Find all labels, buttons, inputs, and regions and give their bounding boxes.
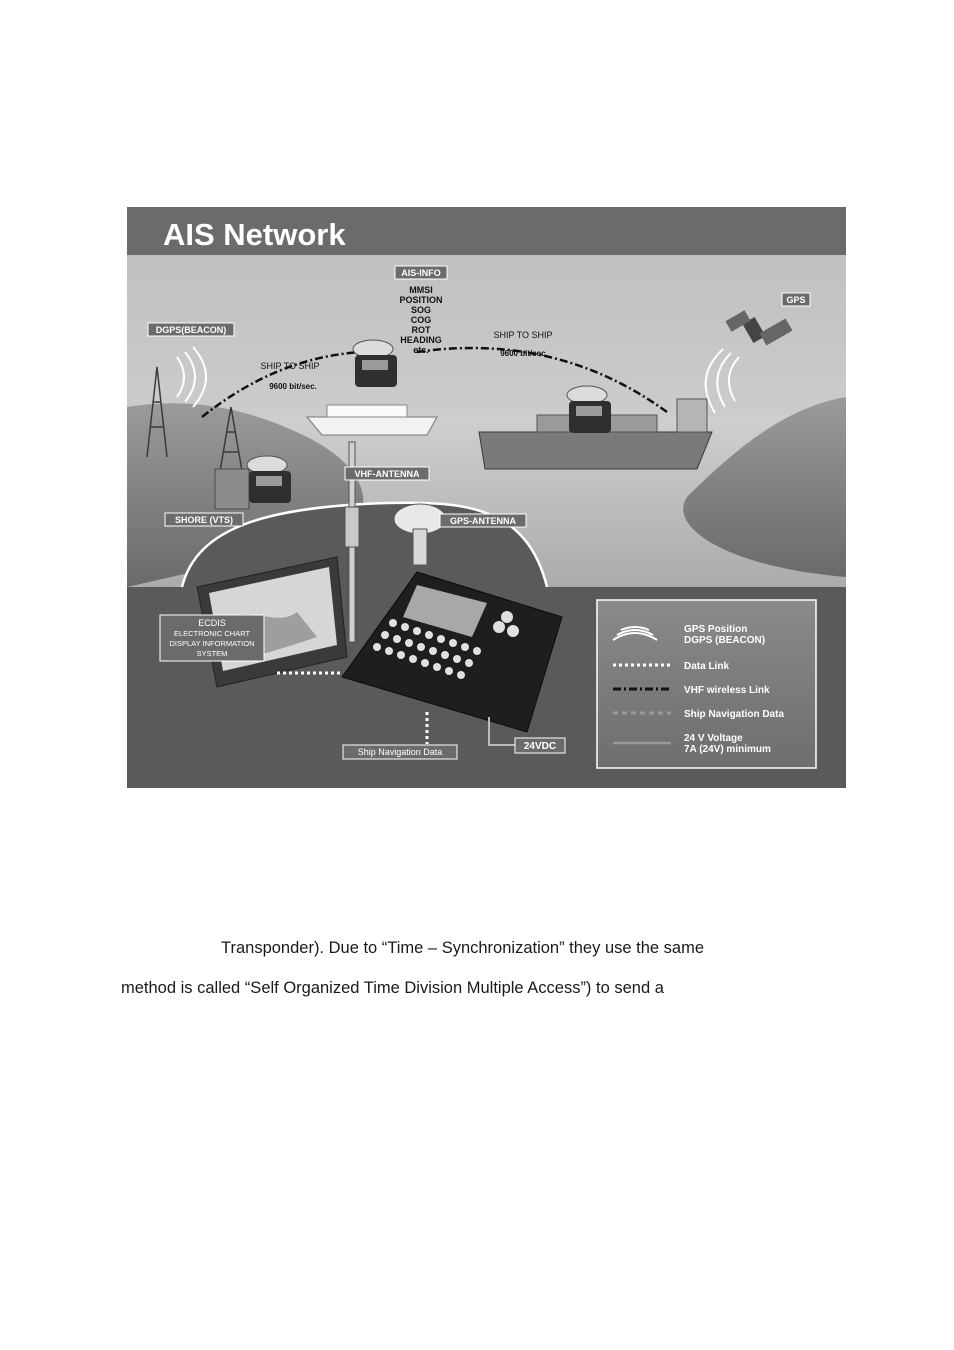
- svg-text:ELECTRONIC CHART: ELECTRONIC CHART: [174, 629, 251, 638]
- title-band: [127, 207, 846, 255]
- vhf-link-left: [201, 350, 363, 418]
- label-vhf-antenna: VHF-ANTENNA: [344, 466, 430, 481]
- gps-satellite-icon: [725, 310, 793, 346]
- label-24vdc: 24VDC: [514, 737, 566, 754]
- svg-text:24VDC: 24VDC: [524, 741, 556, 752]
- svg-text:MMSI: MMSI: [409, 285, 433, 295]
- shore-building: [214, 468, 250, 510]
- label-ais-info: AIS-INFO: [394, 265, 448, 280]
- shore-transponder-icon: [246, 455, 291, 503]
- label-dgps: DGPS(BEACON): [147, 322, 235, 337]
- ais-info-list: MMSI POSITION SOG COG ROT HEADING etc.: [399, 285, 442, 355]
- figure-title: AIS Network: [163, 217, 346, 252]
- svg-text:POSITION: POSITION: [399, 295, 442, 305]
- ais-transponder-unit: [341, 571, 563, 733]
- svg-text:9600 bit/sec.: 9600 bit/sec.: [500, 349, 548, 358]
- label-shore: SHORE (VTS): [164, 512, 244, 527]
- legend-gps-line2: DGPS (BEACON): [684, 635, 765, 646]
- svg-text:etc.: etc.: [413, 345, 429, 355]
- ship-transponder-icon-2: [566, 385, 611, 433]
- svg-text:DISPLAY INFORMATION: DISPLAY INFORMATION: [169, 639, 254, 648]
- svg-text:DGPS(BEACON): DGPS(BEACON): [156, 325, 227, 335]
- svg-text:SHORE (VTS): SHORE (VTS): [175, 515, 233, 525]
- legend-vhf-label: VHF wireless Link: [684, 685, 770, 696]
- label-gps-antenna: GPS-ANTENNA: [439, 513, 527, 528]
- label-ship-nav-data: Ship Navigation Data: [342, 744, 458, 760]
- power-line: [488, 717, 515, 746]
- legend-volt-line2: 7A (24V) minimum: [684, 744, 771, 755]
- beacon-tower-icon: [146, 366, 168, 458]
- svg-text:9600 bit/sec.: 9600 bit/sec.: [269, 382, 317, 391]
- cargo-ship-icon: [478, 398, 713, 470]
- cruise-ship-icon: [305, 404, 438, 436]
- ship-to-ship-right: SHIP TO SHIP 9600 bit/sec.: [493, 330, 552, 358]
- ship-transponder-icon-1: [352, 339, 397, 387]
- body-text-line-2: method is called “Self Organized Time Di…: [121, 979, 664, 997]
- svg-text:SHIP TO SHIP: SHIP TO SHIP: [260, 361, 319, 371]
- legend-gps-icon: [612, 626, 658, 641]
- svg-text:SYSTEM: SYSTEM: [197, 649, 228, 658]
- legend-gps-line1: GPS Position: [684, 624, 747, 635]
- dgps-signal-icon: [176, 346, 207, 408]
- ais-network-figure: AIS Network: [127, 207, 846, 788]
- gps-antenna-icon: [393, 503, 447, 566]
- svg-text:ECDIS: ECDIS: [198, 618, 226, 628]
- shore-tower-icon: [218, 406, 244, 478]
- legend-data-label: Data Link: [684, 661, 729, 672]
- svg-text:ROT: ROT: [412, 325, 432, 335]
- svg-text:Ship Navigation Data: Ship Navigation Data: [358, 747, 443, 757]
- svg-text:SHIP TO SHIP: SHIP TO SHIP: [493, 330, 552, 340]
- svg-text:SOG: SOG: [411, 305, 431, 315]
- vhf-link-right: [416, 346, 668, 414]
- gps-signal-icon: [704, 348, 740, 414]
- svg-text:AIS-INFO: AIS-INFO: [401, 268, 441, 278]
- legend-volt-line1: 24 V Voltage: [684, 733, 743, 744]
- ship-to-ship-left: SHIP TO SHIP 9600 bit/sec.: [260, 361, 319, 391]
- label-ecdis: ECDIS ELECTRONIC CHART DISPLAY INFORMATI…: [159, 614, 265, 662]
- svg-text:HEADING: HEADING: [400, 335, 442, 345]
- svg-text:COG: COG: [411, 315, 432, 325]
- svg-text:GPS-ANTENNA: GPS-ANTENNA: [450, 516, 517, 526]
- svg-text:GPS: GPS: [786, 295, 805, 305]
- body-text-line-1: Transponder). Due to “Time – Synchroniza…: [221, 939, 705, 957]
- legend-nav-label: Ship Navigation Data: [684, 709, 784, 720]
- legend-panel: GPS Position DGPS (BEACON) Data Link VHF…: [596, 599, 817, 769]
- svg-text:VHF-ANTENNA: VHF-ANTENNA: [355, 469, 420, 479]
- label-gps: GPS: [781, 292, 811, 307]
